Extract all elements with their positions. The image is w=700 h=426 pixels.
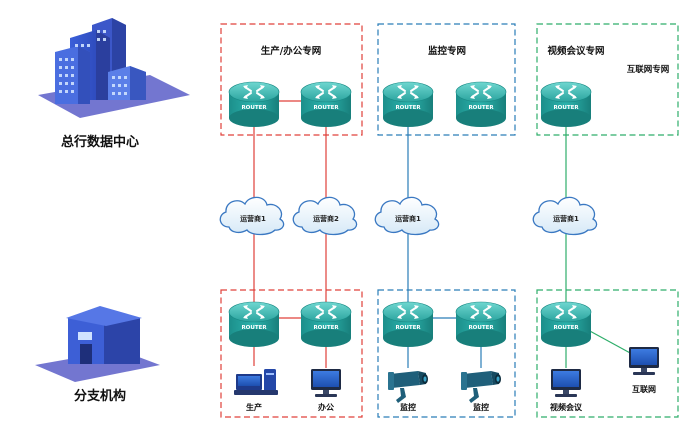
router-branch-production: ROUTER	[228, 301, 280, 348]
carrier-cloud-2: 运营商2	[292, 196, 358, 236]
router-label: ROUTER	[313, 325, 339, 331]
link-green-internet	[587, 329, 633, 355]
internet-pc-icon	[629, 347, 659, 375]
device-label-video-conference: 视频会议	[550, 402, 583, 412]
router-label: ROUTER	[313, 105, 339, 111]
zone-hq-video	[536, 23, 679, 136]
zone-label-monitoring: 监控专网	[428, 45, 466, 57]
headquarters-label: 总行数据中心	[61, 134, 139, 150]
zone-hq-monitoring	[377, 23, 516, 136]
device-label-monitor-2: 监控	[473, 402, 489, 412]
router-hq-monitoring-2: ROUTER	[455, 81, 507, 128]
router-label: ROUTER	[468, 105, 494, 111]
device-label-production: 生产	[246, 402, 262, 412]
carrier-cloud-3: 运营商1	[374, 196, 440, 236]
zone-label-video: 视频会议专网	[547, 45, 604, 57]
router-label: ROUTER	[468, 325, 494, 331]
zone-branch-video	[536, 289, 679, 418]
router-label: ROUTER	[395, 325, 421, 331]
cloud-label: 运营商2	[313, 214, 339, 223]
router-branch-video: ROUTER	[540, 301, 592, 348]
router-label: ROUTER	[241, 105, 267, 111]
router-label: ROUTER	[553, 325, 579, 331]
cloud-label: 运营商1	[240, 214, 266, 223]
zone-label-internet: 互联网专网	[627, 64, 670, 75]
router-branch-monitoring-2: ROUTER	[455, 301, 507, 348]
zone-branch-production-office	[220, 289, 363, 418]
carrier-cloud-4: 运营商1	[532, 196, 598, 236]
router-label: ROUTER	[241, 325, 267, 331]
camera-1-icon	[388, 371, 428, 403]
router-branch-monitoring-1: ROUTER	[382, 301, 434, 348]
router-hq-monitoring-1: ROUTER	[382, 81, 434, 128]
router-label: ROUTER	[395, 105, 421, 111]
branch-building-icon	[35, 306, 160, 382]
cloud-label: 运营商1	[395, 214, 421, 223]
zone-hq-production-office	[220, 23, 363, 136]
headquarters-building-icon	[38, 18, 190, 118]
camera-2-icon	[461, 371, 501, 403]
device-label-monitor-1: 监控	[400, 402, 416, 412]
cloud-label: 运营商1	[553, 214, 579, 223]
device-label-office: 办公	[318, 402, 334, 412]
zone-label-production-office: 生产/办公专网	[261, 45, 321, 57]
router-hq-office: ROUTER	[300, 81, 352, 128]
router-hq-video: ROUTER	[540, 81, 592, 128]
branch-label: 分支机构	[74, 388, 126, 404]
carrier-cloud-1: 运营商1	[219, 196, 285, 236]
zone-boxes	[220, 23, 679, 418]
router-label: ROUTER	[553, 105, 579, 111]
router-branch-office: ROUTER	[300, 301, 352, 348]
device-label-internet: 互联网	[632, 384, 656, 394]
office-pc-icon	[311, 369, 341, 397]
zone-branch-monitoring	[377, 289, 516, 418]
video-conference-pc-icon	[551, 369, 581, 397]
production-terminal-icon	[234, 369, 278, 395]
router-hq-production: ROUTER	[228, 81, 280, 128]
